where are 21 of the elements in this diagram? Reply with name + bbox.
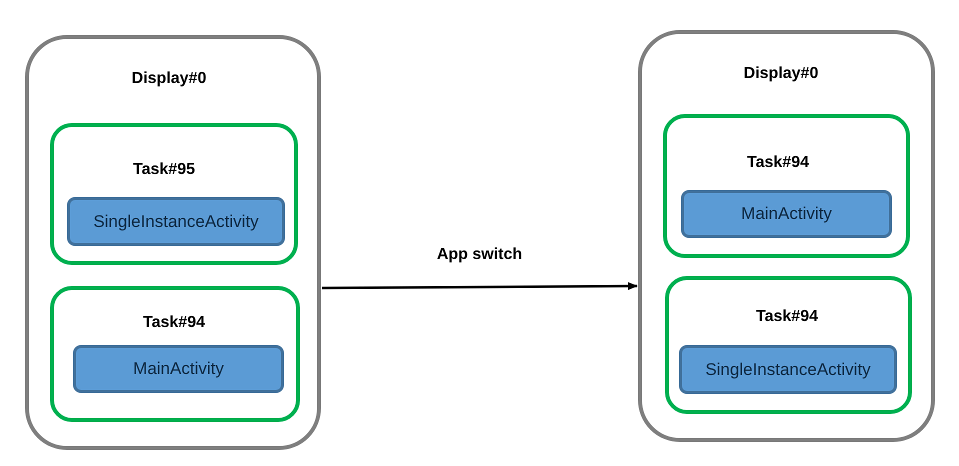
- container-title: Task#94: [756, 307, 818, 327]
- task-container: [663, 114, 910, 258]
- container-title: Task#94: [143, 313, 205, 333]
- activity-box: [73, 345, 284, 393]
- activity-name: MainActivity: [133, 358, 224, 380]
- container-title: Task#95: [133, 160, 195, 180]
- container-title: Display#0: [132, 69, 206, 89]
- container-title: Task#94: [747, 153, 809, 173]
- display-container: [638, 30, 935, 442]
- activity-name: SingleInstanceActivity: [705, 358, 871, 381]
- activity-name: MainActivity: [741, 203, 832, 226]
- arrow: [322, 282, 638, 290]
- display-container: [25, 35, 321, 450]
- activity-box: [681, 190, 892, 238]
- activity-box: [679, 345, 897, 394]
- task-container: [50, 286, 300, 422]
- activity-box: [67, 197, 285, 246]
- task-container: [665, 276, 912, 414]
- task-container: [50, 123, 298, 265]
- activity-name: SingleInstanceActivity: [93, 210, 259, 233]
- container-title: Display#0: [744, 64, 818, 84]
